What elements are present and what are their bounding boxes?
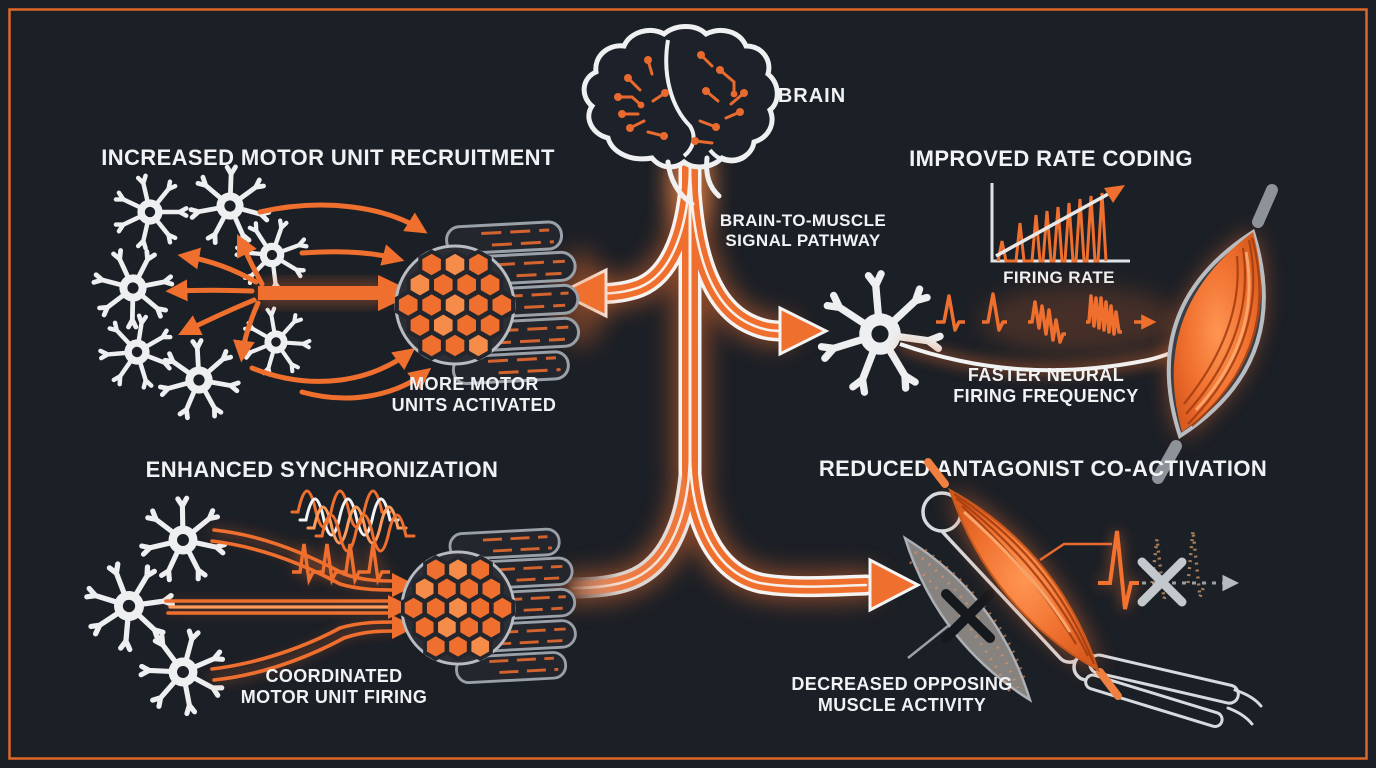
brain-label: BRAIN	[778, 85, 846, 107]
antagonist-caption-line1: DECREASED OPPOSING	[791, 674, 1012, 694]
pathway-label-line1: BRAIN-TO-MUSCLE	[720, 211, 886, 230]
spike-train-icon	[936, 292, 1157, 344]
pathway-label-line2: SIGNAL PATHWAY	[725, 231, 880, 250]
tendons	[924, 458, 1122, 700]
brain-icon	[581, 24, 780, 207]
antagonist-caption-line2: MUSCLE ACTIVITY	[818, 695, 986, 715]
synchronization-title: ENHANCED SYNCHRONIZATION	[146, 457, 499, 482]
emg-signal-icon	[1098, 530, 1239, 610]
main-recruitment-arrow	[258, 275, 416, 311]
recruitment-caption-line2: UNITS ACTIVATED	[392, 395, 557, 415]
emg-callout-line	[1039, 542, 1112, 562]
rate-coding-title: IMPROVED RATE CODING	[909, 146, 1193, 171]
quadrant-synchronization: ENHANCED SYNCHRONIZATION	[83, 457, 579, 728]
muscle-spindle-icon	[1152, 184, 1278, 484]
agonist-muscle-icon	[924, 458, 1122, 700]
caption-callout-line	[907, 625, 949, 659]
x-mark-icon	[941, 589, 995, 643]
recruitment-arrows	[165, 202, 432, 401]
frame-border	[8, 8, 1368, 760]
quadrant-rate-coding: IMPROVED RATE CODING FIRING RATE	[816, 146, 1278, 484]
trend-arrowhead-icon	[1104, 185, 1125, 203]
antagonist-muscle-icon	[902, 535, 1033, 703]
arrowhead-right-icon	[778, 305, 830, 357]
quadrant-antagonist: REDUCED ANTAGONIST CO-ACTIVATION	[791, 456, 1267, 728]
firing-rate-chart-icon	[990, 183, 1130, 263]
antagonist-title: REDUCED ANTAGONIST CO-ACTIVATION	[819, 456, 1267, 481]
recruitment-title: INCREASED MOTOR UNIT RECRUITMENT	[101, 145, 555, 170]
arrowhead-bottom-right-icon	[868, 557, 922, 613]
spike-train-icon	[292, 543, 390, 586]
x-mark-icon	[1137, 557, 1187, 607]
brain-circuit-nodes	[614, 51, 748, 145]
synchronization-caption-line1: COORDINATED	[265, 666, 402, 686]
rising-spikes	[996, 192, 1108, 263]
rate-coding-caption-line1: FASTER NEURAL	[968, 365, 1124, 385]
hand-lines	[1226, 688, 1263, 726]
recruitment-caption-line1: MORE MOTOR	[409, 374, 539, 394]
muscle-fibers	[1183, 237, 1261, 427]
waveform-icon	[290, 489, 416, 553]
rate-coding-caption-line2: FIRING FREQUENCY	[953, 386, 1138, 406]
firing-rate-label: FIRING RATE	[1003, 268, 1115, 287]
synchronization-caption-line2: MOTOR UNIT FIRING	[241, 687, 427, 707]
quadrant-recruitment: INCREASED MOTOR UNIT RECRUITMENT	[80, 145, 608, 425]
